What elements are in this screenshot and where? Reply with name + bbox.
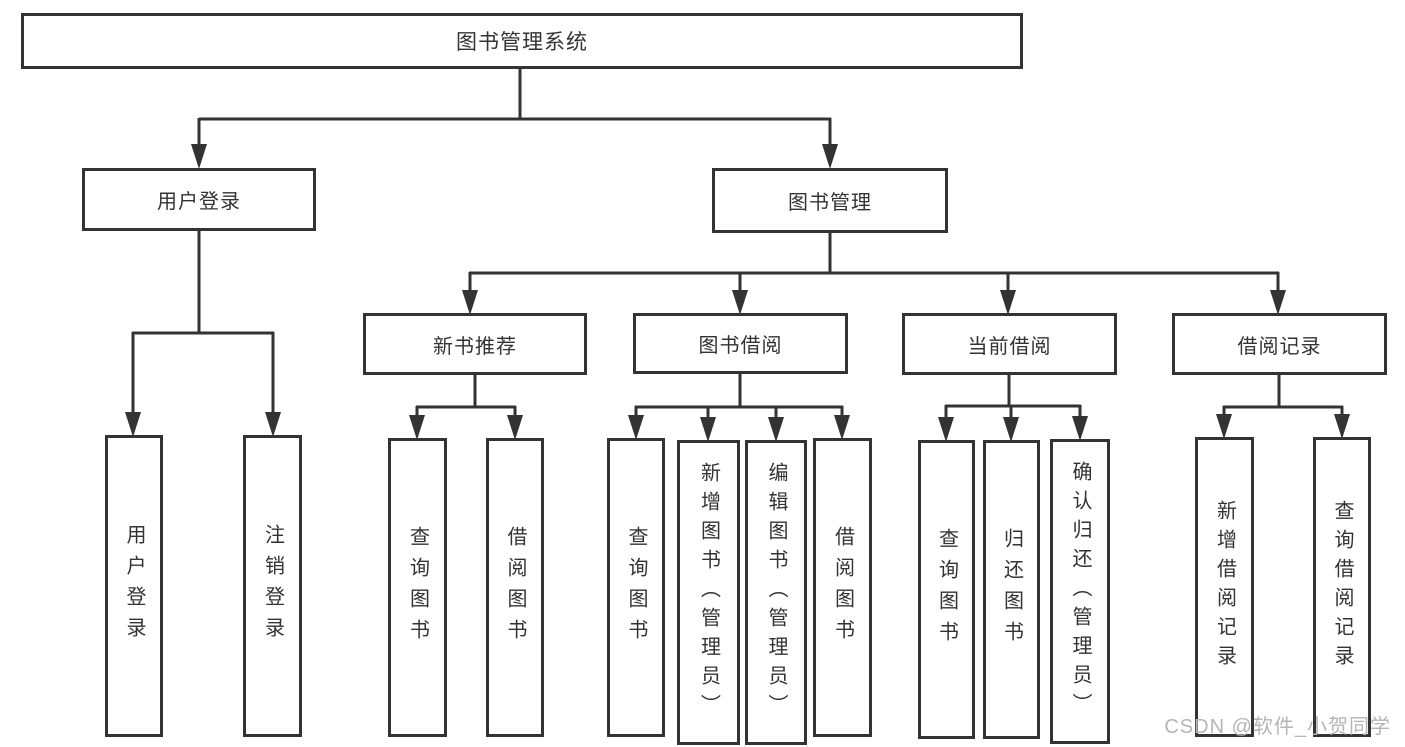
leaf-borrow-books-recommend: 借阅图书 <box>486 438 544 737</box>
node-borrow-records-label: 借阅记录 <box>1237 335 1322 358</box>
leaf-borrow-books-borrowing-label: 借阅图书 <box>831 525 854 650</box>
leaf-add-borrow-record: 新增借阅记录 <box>1195 437 1254 737</box>
leaf-return-books: 归还图书 <box>983 440 1040 739</box>
leaf-edit-books-admin: 编辑图书（管理员） <box>745 440 807 745</box>
leaf-user-login-label: 用户登录 <box>123 524 145 648</box>
node-current-borrowing: 当前借阅 <box>902 313 1117 375</box>
leaf-query-books-current: 查询图书 <box>918 440 975 739</box>
node-new-book-recommend-label: 新书推荐 <box>433 335 517 358</box>
leaf-query-books-borrowing-label: 查询图书 <box>625 525 647 650</box>
leaf-query-borrow-record-label: 查询借阅记录 <box>1331 500 1353 674</box>
node-root-label: 图书管理系统 <box>456 31 588 54</box>
leaf-query-books-borrowing: 查询图书 <box>607 438 665 737</box>
leaf-query-books-recommend: 查询图书 <box>388 438 447 737</box>
node-book-management: 图书管理 <box>712 168 948 233</box>
connector-shafts <box>131 69 1344 424</box>
leaf-logout-label: 注销登录 <box>261 524 284 648</box>
node-book-borrowing-label: 图书借阅 <box>698 335 783 357</box>
node-current-borrowing-label: 当前借阅 <box>967 335 1052 358</box>
node-book-management-label: 图书管理 <box>788 192 872 214</box>
leaf-borrow-books-recommend-label: 借阅图书 <box>504 525 526 650</box>
leaf-query-books-current-label: 查询图书 <box>935 527 958 652</box>
leaf-edit-books-admin-label: 编辑图书（管理员） <box>765 462 787 723</box>
leaf-borrow-books-borrowing: 借阅图书 <box>813 438 872 737</box>
leaf-add-borrow-record-label: 新增借阅记录 <box>1213 500 1236 674</box>
leaf-confirm-return-admin: 确认归还（管理员） <box>1050 439 1110 744</box>
node-root: 图书管理系统 <box>21 13 1023 69</box>
leaf-add-books-admin: 新增图书（管理员） <box>677 440 740 745</box>
leaf-return-books-label: 归还图书 <box>1000 527 1023 652</box>
leaf-add-books-admin-label: 新增图书（管理员） <box>697 462 720 723</box>
node-user-login: 用户登录 <box>82 168 316 231</box>
leaf-confirm-return-admin-label: 确认归还（管理员） <box>1069 461 1091 722</box>
leaf-query-borrow-record: 查询借阅记录 <box>1313 437 1371 737</box>
node-new-book-recommend: 新书推荐 <box>363 313 587 375</box>
node-borrow-records: 借阅记录 <box>1172 313 1387 375</box>
connector-arrowheads <box>125 144 1350 442</box>
leaf-user-login: 用户登录 <box>105 435 163 737</box>
node-user-login-label: 用户登录 <box>157 191 241 213</box>
csdn-watermark: CSDN @软件_小贺同学 <box>1164 716 1391 738</box>
node-book-borrowing: 图书借阅 <box>633 313 848 374</box>
leaf-logout: 注销登录 <box>243 435 302 737</box>
leaf-query-books-recommend-label: 查询图书 <box>406 525 429 650</box>
